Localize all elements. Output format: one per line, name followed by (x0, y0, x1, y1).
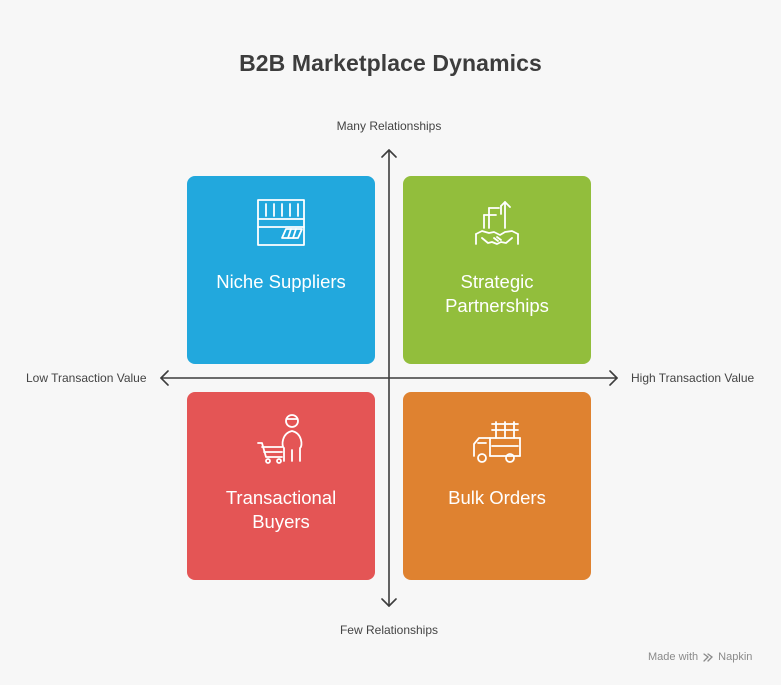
warehouse-shelf-icon (257, 199, 305, 246)
handshake-flags-icon (475, 201, 519, 245)
made-with-text: Made with (648, 651, 699, 663)
quadrant-label: Transactional Buyers (225, 487, 337, 532)
arrow-down-icon (381, 598, 397, 607)
napkin-logo-icon (703, 653, 713, 662)
quadrant-transactional-buyers[interactable]: Transactional Buyers (187, 392, 375, 580)
axis-label-top: Many Relationships (336, 119, 442, 133)
brand-name: Napkin (718, 651, 753, 663)
arrow-left-icon (160, 370, 169, 386)
quadrant-bulk-orders[interactable]: Bulk Orders (403, 392, 591, 580)
quadrant-label: Strategic Partnerships (445, 271, 549, 316)
page-title: B2B Marketplace Dynamics (239, 50, 542, 76)
axis-label-left: Low Transaction Value (26, 371, 147, 385)
arrow-up-icon (381, 149, 397, 158)
axis-label-bottom: Few Relationships (339, 623, 439, 637)
footer-attribution: Made with Napkin (648, 651, 752, 663)
shopper-cart-icon (257, 414, 303, 464)
delivery-truck-icon (473, 421, 521, 463)
quadrant-strategic-partnerships[interactable]: Strategic Partnerships (403, 176, 591, 364)
quadrant-niche-suppliers[interactable]: Niche Suppliers (187, 176, 375, 364)
quadrant-label: Bulk Orders (448, 487, 546, 508)
quadrant-label: Niche Suppliers (216, 271, 346, 292)
arrow-right-icon (609, 370, 618, 386)
axis-label-right: High Transaction Value (631, 371, 755, 385)
